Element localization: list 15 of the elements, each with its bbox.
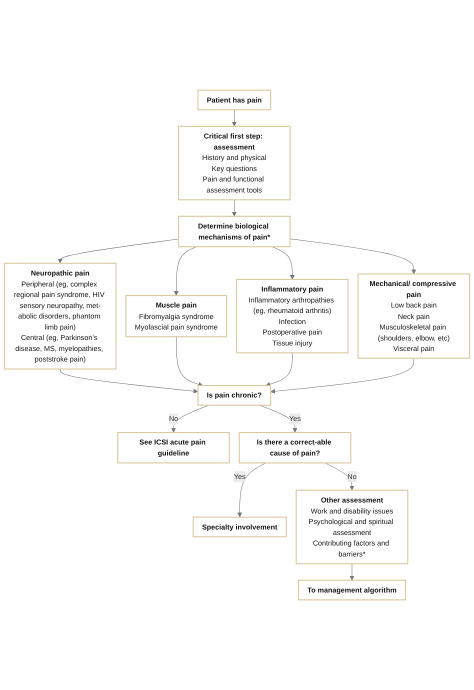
arrow bbox=[350, 563, 354, 580]
arrow bbox=[237, 462, 266, 518]
arrow bbox=[266, 352, 293, 387]
arrow bbox=[324, 462, 354, 490]
arrow bbox=[176, 336, 204, 387]
arrow bbox=[232, 199, 237, 217]
arrow bbox=[58, 238, 179, 264]
arrow bbox=[232, 109, 237, 127]
arrow bbox=[174, 246, 197, 296]
arrow bbox=[290, 238, 416, 274]
arrow bbox=[270, 358, 414, 394]
arrow bbox=[272, 246, 295, 280]
arrow bbox=[60, 368, 198, 394]
arrow bbox=[259, 404, 298, 433]
arrow bbox=[171, 404, 210, 433]
